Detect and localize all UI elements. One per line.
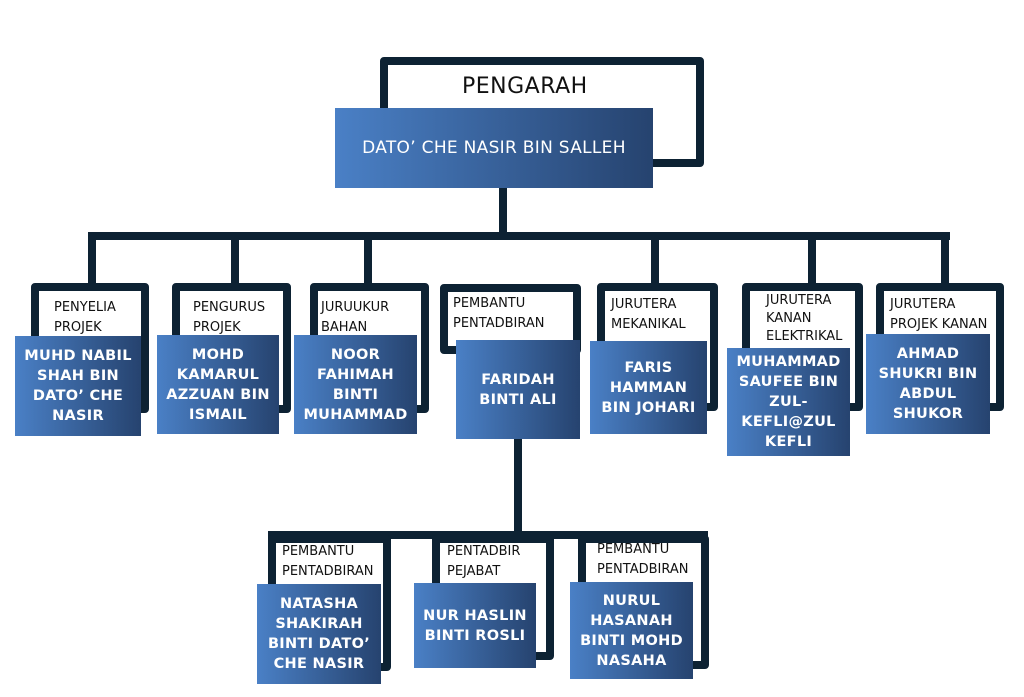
position-name-box: MUHAMMAD SAUFEE BIN ZUL-KEFLI@ZUL KEFLI: [727, 348, 850, 456]
position-role: PENTADBIR PEJABAT: [447, 544, 521, 579]
position-role: PEMBANTU PENTADBIRAN: [282, 544, 374, 579]
position-role: PENYELIA PROJEK: [54, 300, 116, 335]
position-name-box: MOHD KAMARUL AZZUAN BIN ISMAIL: [157, 335, 279, 434]
connector: [364, 232, 372, 287]
position-name-box: MUHD NABIL SHAH BIN DATO’ CHE NASIR: [15, 336, 141, 436]
head-name-box: DATO’ CHE NASIR BIN SALLEH: [335, 108, 653, 188]
position-name-box: FARIDAH BINTI ALI: [456, 340, 580, 439]
position-role: JURUTERA KANAN ELEKTRIKAL: [766, 293, 843, 344]
connector: [88, 232, 950, 240]
position-name-box: FARIS HAMMAN BIN JOHARI: [590, 341, 707, 434]
position-role: JURUUKUR BAHAN: [321, 300, 390, 335]
position-role: JURUTERA MEKANIKAL: [611, 297, 686, 332]
connector: [808, 232, 816, 287]
connector: [88, 232, 96, 287]
connector: [499, 185, 507, 240]
position-name-box: AHMAD SHUKRI BIN ABDUL SHUKOR: [866, 334, 990, 434]
head-role: PENGARAH: [462, 74, 588, 99]
position-name-box: NATASHA SHAKIRAH BINTI DATO’ CHE NASIR: [257, 584, 381, 684]
position-name-box: NURUL HASANAH BINTI MOHD NASAHA: [570, 582, 693, 679]
position-name-box: NOOR FAHIMAH BINTI MUHAMMAD: [294, 335, 417, 434]
position-role: PEMBANTU PENTADBIRAN: [453, 296, 545, 331]
connector: [514, 435, 522, 539]
connector: [231, 232, 239, 287]
position-name-box: NUR HASLIN BINTI ROSLI: [414, 583, 536, 668]
position-role: JURUTERA PROJEK KANAN: [890, 297, 988, 332]
connector: [651, 232, 659, 287]
position-role: PENGURUS PROJEK: [193, 300, 266, 335]
position-role: PEMBANTU PENTADBIRAN: [597, 542, 689, 577]
connector: [941, 232, 949, 287]
